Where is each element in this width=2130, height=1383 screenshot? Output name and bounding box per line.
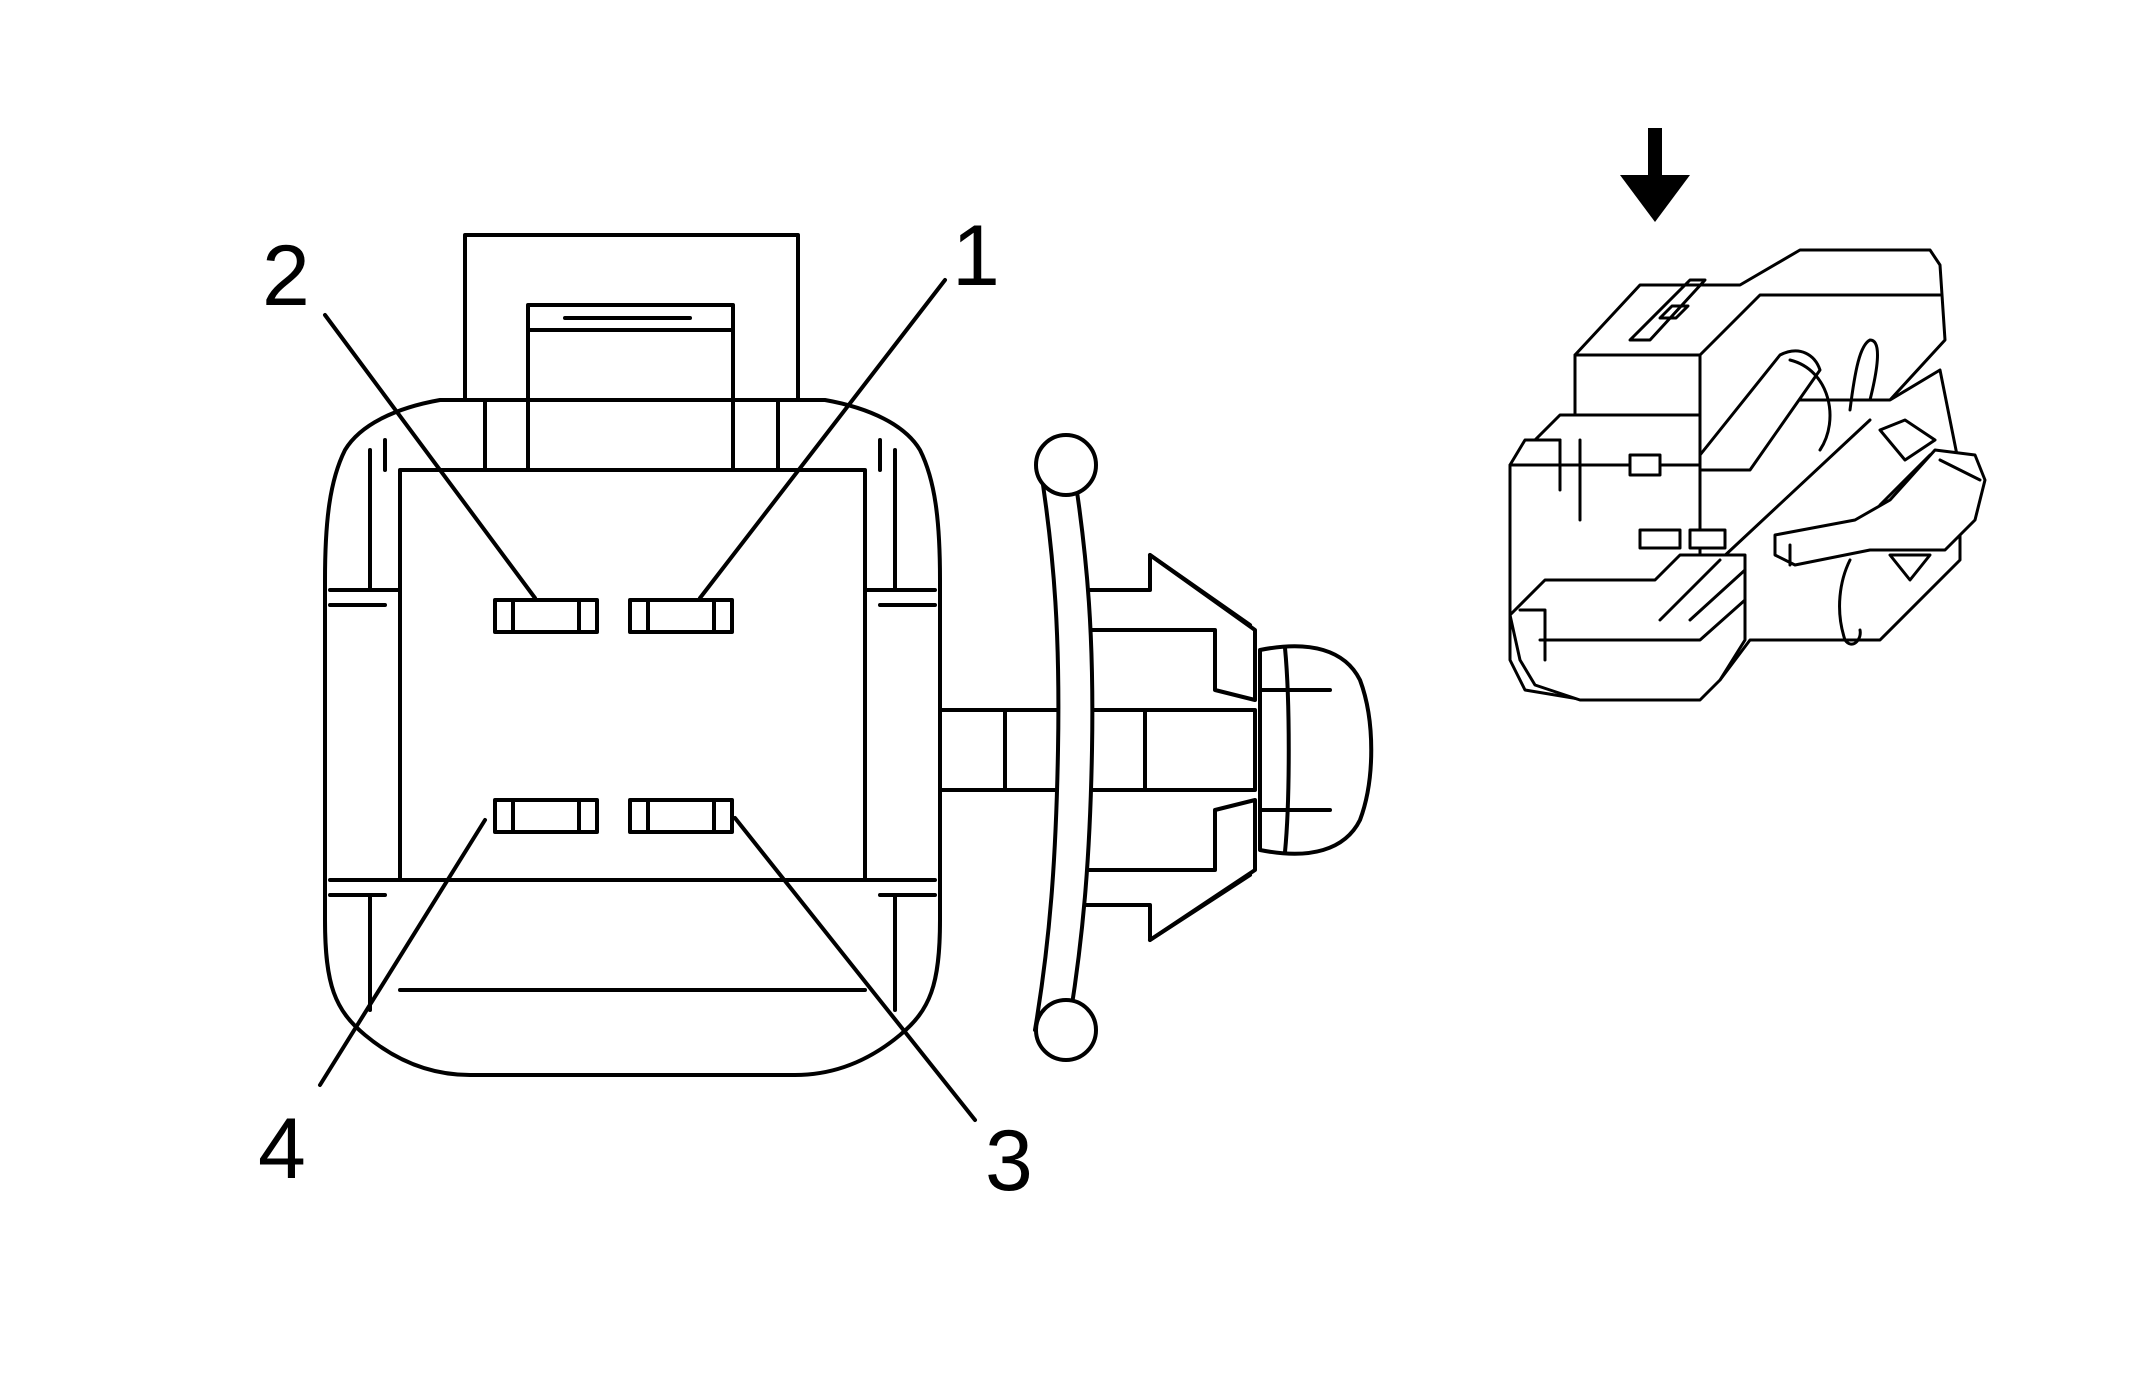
leader-line-4 (318, 818, 487, 1087)
connector-isometric-view (1508, 128, 1987, 702)
terminal-cavity-1 (628, 598, 734, 634)
leader-line-1 (698, 278, 947, 600)
pin-label-3: 3 (985, 1113, 1033, 1209)
pin-label-4: 4 (258, 1101, 306, 1197)
connector-face-view: 2 1 4 3 (258, 208, 1374, 1209)
terminal-cavity-3 (628, 798, 734, 834)
retaining-clip (938, 433, 1374, 1062)
isometric-retaining-clip (1773, 338, 1987, 646)
pin-label-1: 1 (952, 208, 1000, 304)
terminal-cavity-4 (493, 798, 599, 834)
pin-label-2: 2 (262, 228, 310, 324)
view-direction-arrow (1620, 128, 1690, 222)
terminal-cavities (493, 598, 734, 834)
isometric-housing (1508, 248, 1962, 702)
terminal-cavity-2 (493, 598, 599, 634)
leader-lines (318, 278, 977, 1122)
locking-tab (463, 233, 800, 472)
leader-line-3 (733, 816, 977, 1122)
leader-line-2 (323, 313, 537, 600)
connector-housing (323, 398, 942, 1077)
